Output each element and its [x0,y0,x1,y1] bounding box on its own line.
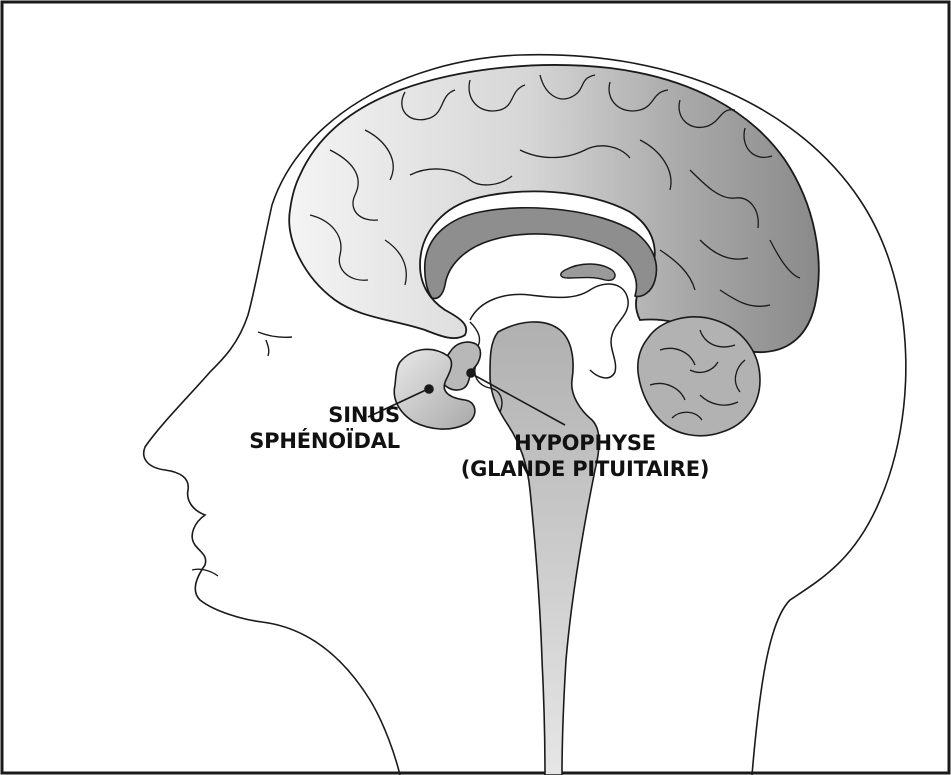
sphenoid-sinus-label-line2: SPHÉNOÏDAL [190,428,400,454]
sinus-pointer-dot [425,385,433,393]
hypophyse-pointer-dot [467,369,475,377]
sphenoid-sinus-label-line1: SINUS [190,402,400,428]
pituitary-label: HYPOPHYSE (GLANDE PITUITAIRE) [440,430,730,482]
pituitary-label-line2: (GLANDE PITUITAIRE) [440,456,730,482]
sphenoid-sinus-label: SINUS SPHÉNOÏDAL [190,402,400,454]
pituitary-label-line1: HYPOPHYSE [440,430,730,456]
